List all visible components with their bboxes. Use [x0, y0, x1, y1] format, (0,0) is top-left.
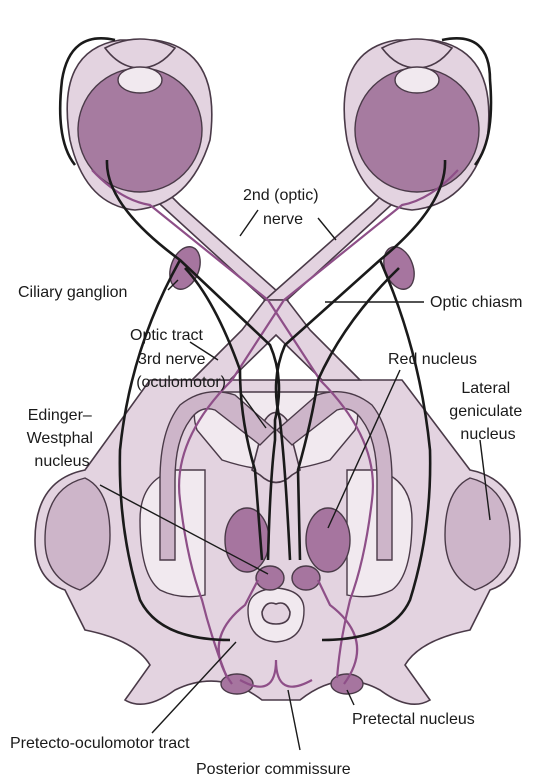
label-optic-tract: Optic tract — [130, 327, 203, 344]
label-pretectal-nucleus: Pretectal nucleus — [352, 711, 475, 728]
aqueduct — [262, 603, 290, 624]
label-lateral-geniculate-line2: geniculate — [449, 403, 522, 420]
label-edinger-westphal-line3: nucleus — [34, 453, 89, 470]
label-optic-nerve: 2nd (optic) nerve — [243, 187, 323, 228]
label-pretecto-oculomotor-tract: Pretecto-oculomotor tract — [10, 735, 190, 752]
label-optic-nerve-line2: nerve — [263, 211, 303, 228]
label-red-nucleus: Red nucleus — [388, 351, 477, 368]
red-nucleus-right — [306, 508, 350, 572]
label-edinger-westphal-line1: Edinger– — [28, 407, 92, 424]
leader-optic-nerve-right — [318, 218, 336, 240]
label-optic-chiasm: Optic chiasm — [430, 294, 522, 311]
label-edinger-westphal-line2: Westphal — [27, 430, 93, 447]
label-lateral-geniculate: Lateral geniculate nucleus — [449, 380, 526, 443]
label-third-nerve-line2: (oculomotor) — [136, 374, 226, 391]
edinger-westphal-nucleus-right — [292, 566, 320, 590]
leader-optic-nerve-left — [240, 210, 258, 236]
label-third-nerve-line1: 3rd nerve — [138, 351, 206, 368]
label-lateral-geniculate-line3: nucleus — [460, 426, 515, 443]
eye-right — [344, 39, 489, 210]
label-posterior-commissure: Posterior commissure — [196, 761, 351, 778]
label-ciliary-ganglion: Ciliary ganglion — [18, 284, 127, 301]
label-lateral-geniculate-line1: Lateral — [461, 380, 510, 397]
label-optic-nerve-line1: 2nd (optic) — [243, 187, 319, 204]
label-edinger-westphal: Edinger– Westphal nucleus — [27, 407, 98, 470]
eye-left — [67, 39, 212, 210]
